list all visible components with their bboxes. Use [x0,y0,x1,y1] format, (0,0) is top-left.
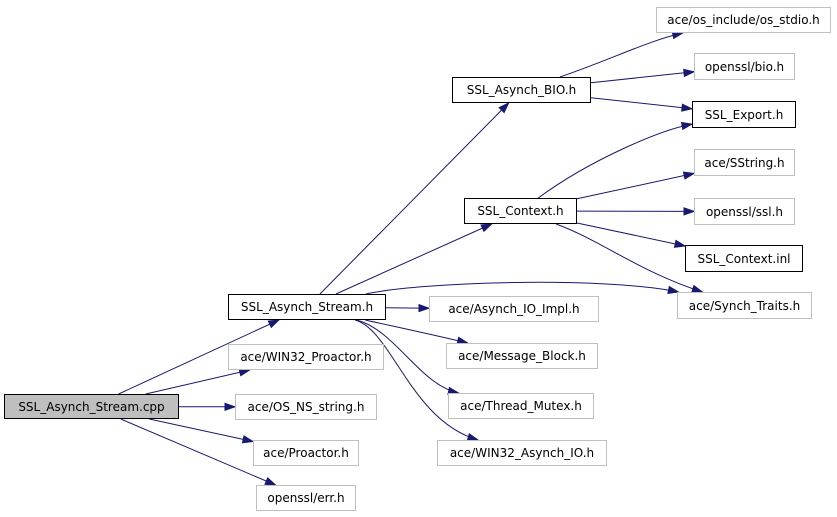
node-ace-os-ns-string-h: ace/OS_NS_string.h [235,394,377,420]
node-label: ace/os_include/os_stdio.h [667,13,820,27]
node-ace-os-stdio-h: ace/os_include/os_stdio.h [656,7,831,33]
node-label: SSL_Asynch_BIO.h [466,83,577,97]
node-openssl-bio-h: openssl/bio.h [694,53,795,80]
node-label: ace/WIN32_Asynch_IO.h [449,446,595,460]
edge-arrowhead [673,239,687,248]
edge-arrowhead [224,402,237,412]
node-ace-proactor-h: ace/Proactor.h [253,440,359,466]
edge-bio_h-to-openssl_bio [590,71,695,84]
node-ssl-asynch-stream-cpp: SSL_Asynch_Stream.cpp [4,394,179,419]
edge-stream_h-to-context_h [335,223,492,295]
edge-stream_h-to-message_block [365,319,468,344]
edge-arrowhead [267,319,281,329]
node-ace-asynch-io-impl-h: ace/Asynch_IO_Impl.h [429,296,599,322]
node-ace-thread-mutex-h: ace/Thread_Mutex.h [448,393,594,419]
node-ace-sstring-h: ace/SString.h [694,149,795,176]
edge-stream_h-to-synch_traits [365,281,679,295]
edge-root-to-proactor [149,418,254,442]
node-openssl-ssl-h: openssl/ssl.h [694,198,795,225]
node-label: SSL_Export.h [704,107,784,122]
node-label: openssl/ssl.h [705,204,784,219]
node-ace-win32-asynch-io-h: ace/WIN32_Asynch_IO.h [437,440,607,466]
edge-root-to-openssl_err [120,418,276,486]
node-ace-message-block-h: ace/Message_Block.h [446,343,598,369]
node-label: SSL_Context.h [477,204,564,218]
edge-arrowhead [480,223,493,233]
node-openssl-err-h: openssl/err.h [256,485,356,511]
node-label: ace/Proactor.h [263,446,349,460]
node-label: SSL_Asynch_Stream.h [240,300,374,314]
node-ssl-context-inl[interactable]: SSL_Context.inl [685,245,803,272]
node-label: openssl/err.h [267,491,345,505]
edge-arrowhead [264,477,277,486]
edge-bio_h-to-os_stdio [559,32,683,78]
edge-context_h-to-ssl_export [537,123,693,199]
edge-root-to-stream_h [118,319,280,395]
node-label: ace/Asynch_IO_Impl.h [448,302,580,316]
edge-stream_h-to-bio_h [319,102,509,295]
edge-context_h-to-sstring [576,172,695,200]
node-ssl-asynch-stream-h[interactable]: SSL_Asynch_Stream.h [228,294,386,320]
node-ssl-export-h[interactable]: SSL_Export.h [692,101,796,128]
edge-arrowhead [680,121,694,131]
node-label: ace/Thread_Mutex.h [460,399,582,413]
edge-arrowhead [682,171,696,180]
edge-arrowhead [683,68,696,78]
edge-stream_h-to-thread_mutex [356,319,459,394]
edge-context_h-to-context_inl [576,222,686,247]
node-label: ace/WIN32_Proactor.h [240,350,372,364]
edge-arrowhead [498,101,510,114]
node-label: SSL_Context.inl [697,251,791,266]
node-ssl-asynch-bio-h[interactable]: SSL_Asynch_BIO.h [452,77,591,103]
edge-arrowhead [241,435,255,444]
edge-context_h-to-synch_traits [555,223,703,293]
edge-stream_h-to-win32_asynch_io [354,319,479,441]
edge-arrowhead [683,207,696,216]
edge-arrowhead [418,303,431,313]
node-ace-win32-proactor-h: ace/WIN32_Proactor.h [228,344,384,370]
node-label: openssl/bio.h [704,59,785,74]
edge-root-to-win32_proactor [145,369,250,395]
node-ace-synch-traits-h: ace/Synch_Traits.h [677,292,812,319]
node-label: ace/SString.h [704,155,785,170]
node-label: SSL_Asynch_Stream.cpp [18,399,165,414]
edge-arrowhead [667,285,680,295]
node-label: ace/Synch_Traits.h [688,298,801,313]
node-ssl-context-h[interactable]: SSL_Context.h [464,198,577,224]
node-label: ace/Message_Block.h [458,349,586,363]
edge-arrowhead [681,103,694,112]
edge-bio_h-to-ssl_export [590,97,693,110]
node-label: ace/OS_NS_string.h [247,400,365,414]
